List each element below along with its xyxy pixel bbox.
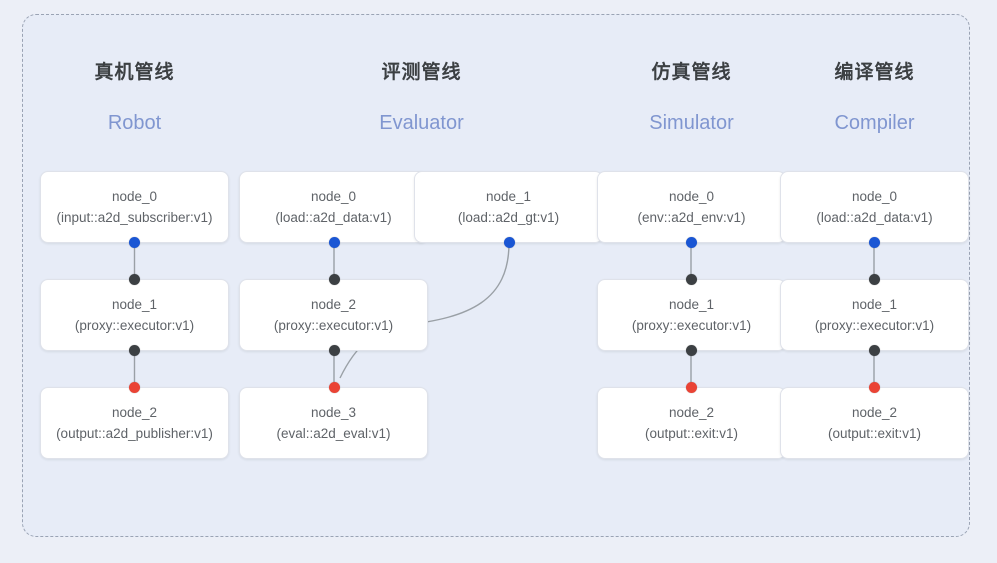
node-name: node_1 [668,296,715,312]
node-name: node_1 [485,188,532,204]
handle-source-eval-node-1[interactable] [503,236,515,248]
node-name: node_2 [111,404,158,420]
handle-target-robot-node-1[interactable] [129,273,140,285]
handle-source-eval-node-2[interactable] [328,344,340,356]
handle-target-comp-node-2[interactable] [868,381,880,393]
node-card-sim-node-1[interactable]: node_1 (proxy::executor:v1) [597,279,786,351]
handle-source-robot-node-1[interactable] [129,344,140,356]
handle-source-comp-node-1[interactable] [868,344,880,356]
node-card-comp-node-1[interactable]: node_1 (proxy::executor:v1) [780,279,969,351]
node-type: (eval::a2d_eval:v1) [276,425,391,441]
handle-target-eval-node-2[interactable] [328,273,340,285]
node-type: (proxy::executor:v1) [74,317,195,333]
handle-target-sim-node-2[interactable] [685,381,697,393]
node-card-sim-node-0[interactable]: node_0 (env::a2d_env:v1) [597,171,786,243]
node-card-comp-node-0[interactable]: node_0 (load::a2d_data:v1) [780,171,969,243]
node-name: node_2 [668,404,715,420]
node-name: node_1 [851,296,898,312]
node-type: (output::exit:v1) [644,425,739,441]
node-type: (load::a2d_data:v1) [816,209,933,225]
node-card-comp-node-2[interactable]: node_2 (output::exit:v1) [780,387,969,459]
handle-source-comp-node-0[interactable] [868,236,880,248]
node-name: node_2 [851,404,898,420]
node-card-eval-node-2[interactable]: node_2 (proxy::executor:v1) [239,279,428,351]
node-card-eval-node-3[interactable]: node_3 (eval::a2d_eval:v1) [239,387,428,459]
handle-source-robot-node-0[interactable] [129,236,140,248]
node-name: node_2 [310,296,357,312]
handle-target-robot-node-2[interactable] [129,381,140,393]
node-type: (proxy::executor:v1) [814,317,935,333]
node-type: (proxy::executor:v1) [273,317,394,333]
node-card-eval-node-0[interactable]: node_0 (load::a2d_data:v1) [239,171,428,243]
node-type: (load::a2d_data:v1) [275,209,392,225]
handle-source-eval-node-0[interactable] [328,236,340,248]
node-type: (proxy::executor:v1) [631,317,752,333]
node-card-eval-node-1[interactable]: node_1 (load::a2d_gt:v1) [414,171,603,243]
handle-source-sim-node-1[interactable] [685,344,697,356]
node-name: node_0 [111,188,158,204]
node-card-sim-node-2[interactable]: node_2 (output::exit:v1) [597,387,786,459]
node-name: node_1 [111,296,158,312]
node-card-robot-node-0[interactable]: node_0 (input::a2d_subscriber:v1) [40,171,229,243]
node-name: node_0 [310,188,357,204]
node-name: node_0 [851,188,898,204]
node-type: (env::a2d_env:v1) [637,209,746,225]
node-type: (input::a2d_subscriber:v1) [56,209,213,225]
handle-source-sim-node-0[interactable] [685,236,697,248]
node-name: node_0 [668,188,715,204]
node-type: (output::exit:v1) [827,425,922,441]
node-name: node_3 [310,404,357,420]
node-card-robot-node-1[interactable]: node_1 (proxy::executor:v1) [40,279,229,351]
node-card-robot-node-2[interactable]: node_2 (output::a2d_publisher:v1) [40,387,229,459]
handle-target-comp-node-1[interactable] [868,273,880,285]
handle-target-sim-node-1[interactable] [685,273,697,285]
handle-target-eval-node-3[interactable] [328,381,340,393]
node-type: (output::a2d_publisher:v1) [56,425,213,441]
node-type: (load::a2d_gt:v1) [457,209,560,225]
